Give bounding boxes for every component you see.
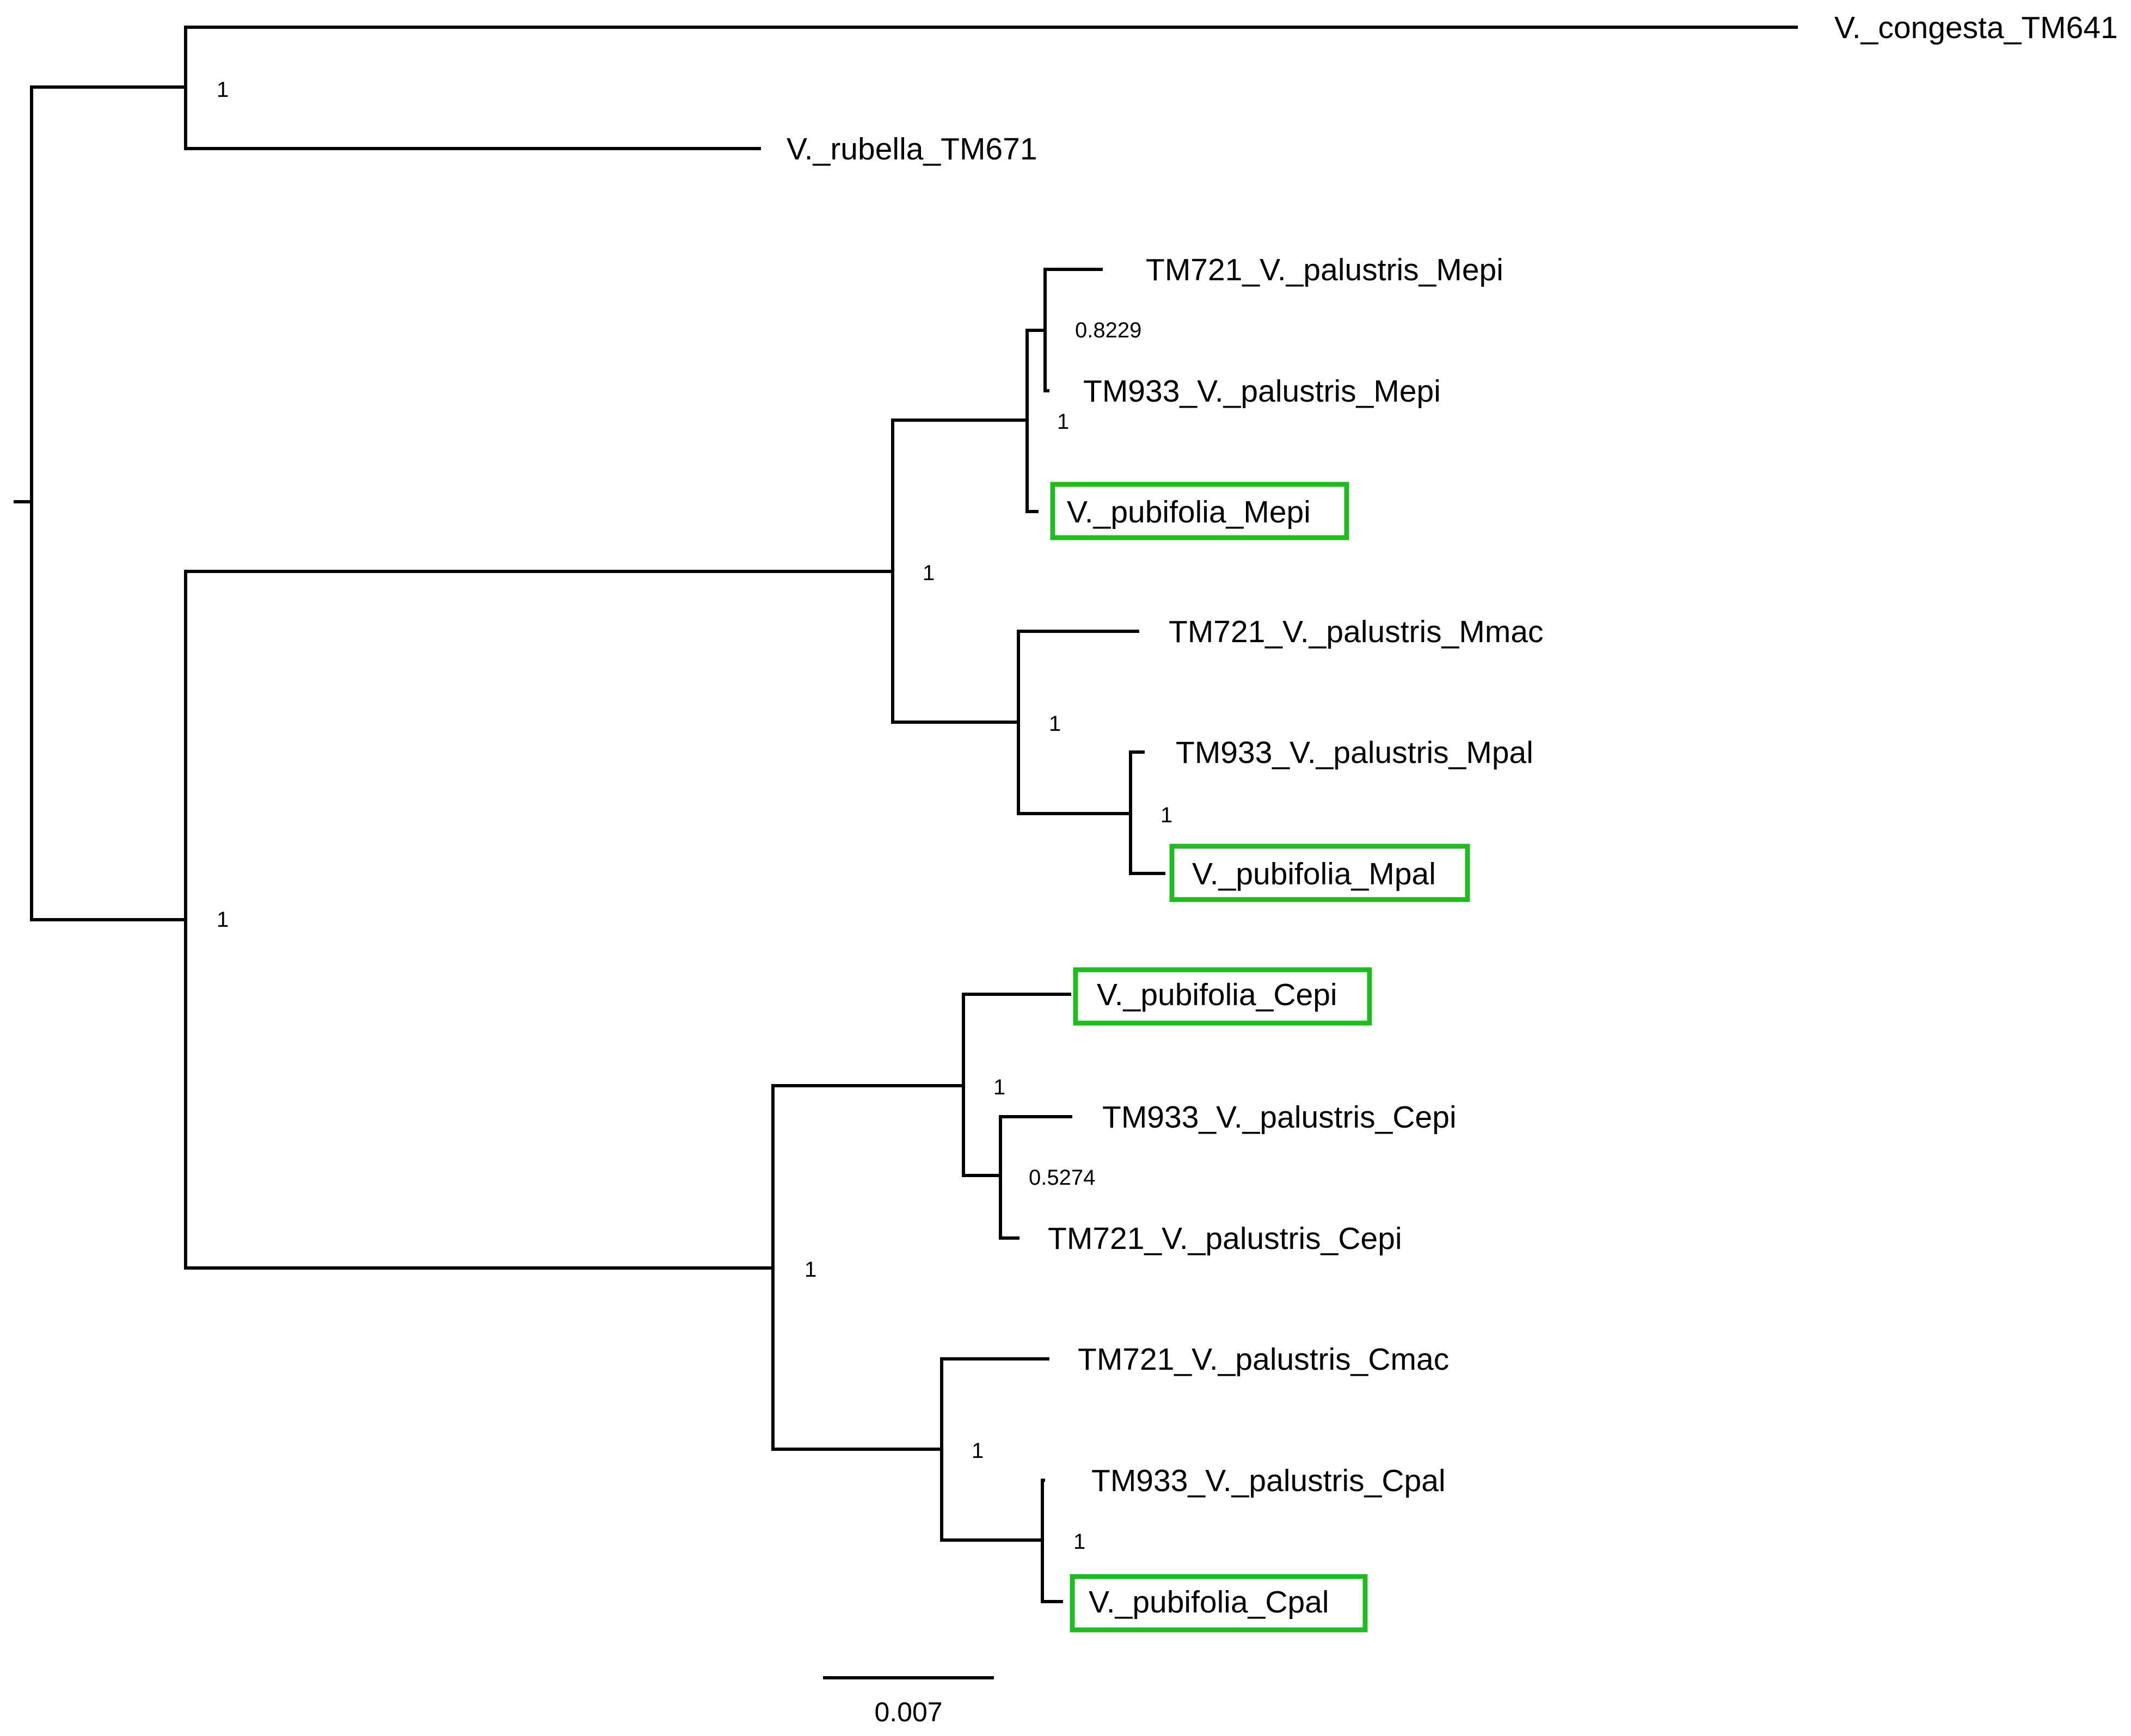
support-mmac-mpal-clade: 1	[1049, 712, 1061, 736]
support-mepi-inner: 0.8229	[1075, 318, 1141, 342]
taxon-label-tm933-cpal: TM933_V._palustris_Cpal	[1091, 1463, 1446, 1498]
support-c-clade: 1	[805, 1258, 816, 1282]
tree-branches	[14, 26, 1798, 1603]
taxon-labels: V._congesta_TM641 V._rubella_TM671 TM721…	[787, 10, 2118, 1620]
highlight-box-pub-cpal	[1070, 1574, 1368, 1633]
taxon-label-rubella: V._rubella_TM671	[787, 132, 1037, 167]
taxon-label-tm721-mmac: TM721_V._palustris_Mmac	[1169, 614, 1544, 649]
taxon-label-tm933-cepi: TM933_V._palustris_Cepi	[1102, 1100, 1457, 1135]
taxon-label-pub-mpal: V._pubifolia_Mpal	[1192, 857, 1436, 891]
support-mpal-clade: 1	[1160, 803, 1172, 827]
highlight-box-pub-mepi	[1050, 482, 1349, 540]
support-outgroup-clade: 1	[217, 78, 229, 102]
highlight-boxes	[1050, 482, 1470, 1633]
support-cepi-clade: 1	[993, 1075, 1005, 1099]
scale-bar: 0.007	[823, 1676, 994, 1727]
taxon-label-pub-mepi: V._pubifolia_Mepi	[1067, 495, 1311, 530]
support-mepi-clade: 1	[1057, 410, 1069, 434]
taxon-label-tm721-cmac: TM721_V._palustris_Cmac	[1078, 1342, 1449, 1377]
support-cepi-inner: 0.5274	[1029, 1166, 1095, 1190]
taxon-label-tm721-mepi: TM721_V._palustris_Mepi	[1146, 253, 1503, 287]
taxon-label-pub-cepi: V._pubifolia_Cepi	[1097, 977, 1337, 1012]
support-cmac-cpal-clade: 1	[972, 1439, 984, 1463]
taxon-label-congesta: V._congesta_TM641	[1834, 10, 2118, 45]
support-m-clade: 1	[923, 561, 935, 585]
support-ingroup-clade: 1	[217, 908, 229, 932]
scale-bar-label: 0.007	[874, 1697, 942, 1727]
taxon-label-tm933-mepi: TM933_V._palustris_Mepi	[1083, 374, 1441, 409]
highlight-box-pub-mpal	[1169, 844, 1470, 902]
support-cpal-clade: 1	[1073, 1530, 1085, 1554]
taxon-label-tm933-mpal: TM933_V._palustris_Mpal	[1176, 735, 1533, 770]
support-values: 1 0.8229 1 1 1 1 1 1 0.5274 1 1 1	[217, 78, 1172, 1554]
taxon-label-tm721-cepi: TM721_V._palustris_Cepi	[1048, 1221, 1402, 1256]
highlight-box-pub-cepi	[1073, 967, 1372, 1026]
taxon-label-pub-cpal: V._pubifolia_Cpal	[1089, 1585, 1329, 1620]
